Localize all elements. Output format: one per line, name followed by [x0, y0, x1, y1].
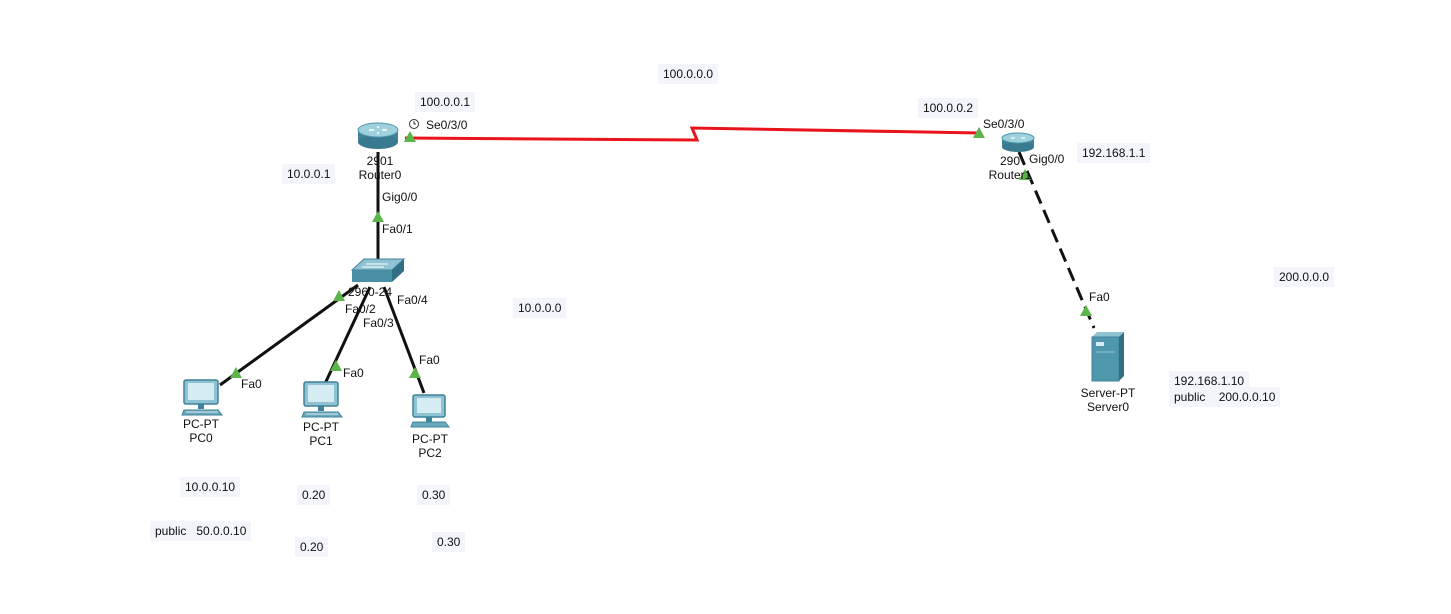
pc1-model: PC-PT — [303, 420, 339, 434]
note-server-public[interactable]: public 200.0.0.10 — [1169, 387, 1281, 407]
router0-label: 2901 Router0 — [340, 154, 420, 182]
status-up-pc2 — [409, 367, 421, 378]
status-up-r1-gig — [1019, 169, 1031, 180]
clock-icon — [409, 119, 419, 129]
port-pc2-fa: Fa0 — [419, 353, 440, 367]
note-router0-lan-ip[interactable]: 10.0.0.1 — [282, 164, 336, 184]
note-pc1-public[interactable]: 0.20 — [295, 537, 329, 557]
status-up-r0-se — [404, 131, 416, 142]
pc0-icon[interactable] — [181, 379, 224, 416]
port-router1-gig: Gig0/0 — [1029, 152, 1065, 166]
status-up-sw-fa01 — [372, 211, 384, 222]
note-pc0-ip[interactable]: 10.0.0.10 — [180, 477, 241, 497]
note-public-network[interactable]: 200.0.0.0 — [1274, 267, 1335, 287]
port-switch-fa01: Fa0/1 — [382, 222, 413, 236]
note-router0-wan-ip[interactable]: 100.0.0.1 — [415, 92, 476, 112]
note-pc0-public[interactable]: public 50.0.0.10 — [150, 521, 252, 541]
status-up-sw-fa02 — [333, 290, 345, 301]
router1-model: 290 — [999, 154, 1021, 168]
note-router1-wan-ip[interactable]: 100.0.0.2 — [918, 98, 979, 118]
pc1-icon[interactable] — [301, 381, 344, 418]
note-pc2-public[interactable]: 0.30 — [432, 532, 466, 552]
port-router1-se: Se0/3/0 — [983, 117, 1025, 131]
pc1-name: PC1 — [309, 434, 333, 448]
port-pc1-fa: Fa0 — [343, 366, 364, 380]
pc2-label: PC-PT PC2 — [395, 432, 465, 460]
router1-name: Router1 — [988, 168, 1032, 182]
port-server-fa: Fa0 — [1089, 290, 1110, 304]
pc0-model: PC-PT — [183, 417, 219, 431]
link-router1-server0[interactable] — [1017, 151, 1096, 329]
port-switch-fa02: Fa0/2 — [345, 302, 376, 316]
status-up-pc1 — [330, 360, 342, 371]
link-switch0-pc0[interactable] — [219, 283, 359, 387]
link-switch0-pc1[interactable] — [321, 286, 372, 389]
status-up-r1-se — [973, 127, 985, 138]
port-pc0-fa: Fa0 — [241, 377, 262, 391]
pc2-icon[interactable] — [410, 394, 451, 428]
note-lan-network[interactable]: 10.0.0.0 — [513, 298, 567, 318]
pc2-name: PC2 — [418, 446, 442, 460]
note-wan-network[interactable]: 100.0.0.0 — [658, 64, 719, 84]
router0-icon[interactable] — [357, 122, 399, 149]
link-status-indicators — [230, 127, 1092, 378]
port-switch-fa04: Fa0/4 — [397, 293, 428, 307]
pc0-name: PC0 — [189, 431, 213, 445]
status-up-pc0 — [230, 367, 242, 378]
note-router1-lan-ip[interactable]: 192.168.1.1 — [1077, 143, 1151, 163]
note-pc2-ip[interactable]: 0.30 — [417, 485, 451, 505]
server0-label: Server-PT Server0 — [1068, 386, 1148, 414]
note-pc1-ip[interactable]: 0.20 — [297, 485, 331, 505]
pc2-model: PC-PT — [412, 432, 448, 446]
pc1-label: PC-PT PC1 — [286, 420, 356, 448]
switch0-icon[interactable] — [350, 258, 406, 282]
router0-name: Router0 — [358, 168, 402, 182]
serial-link-router0-router1[interactable] — [404, 126, 981, 142]
note-server-ip[interactable]: 192.168.1.10 — [1169, 371, 1250, 391]
port-switch-fa03: Fa0/3 — [363, 316, 394, 330]
router0-model: 2901 — [366, 154, 394, 168]
pc0-label: PC-PT PC0 — [166, 417, 236, 445]
switch0-label: 2960-24 — [347, 285, 393, 299]
status-up-server — [1080, 305, 1092, 316]
server0-name: Server0 — [1086, 400, 1130, 414]
router1-icon[interactable] — [1001, 132, 1035, 152]
server0-icon[interactable] — [1091, 332, 1124, 382]
port-router0-gig: Gig0/0 — [382, 190, 418, 204]
router1-label: 290 Router1 — [980, 154, 1040, 182]
server0-model: Server-PT — [1080, 386, 1136, 400]
port-router0-se: Se0/3/0 — [426, 118, 468, 132]
